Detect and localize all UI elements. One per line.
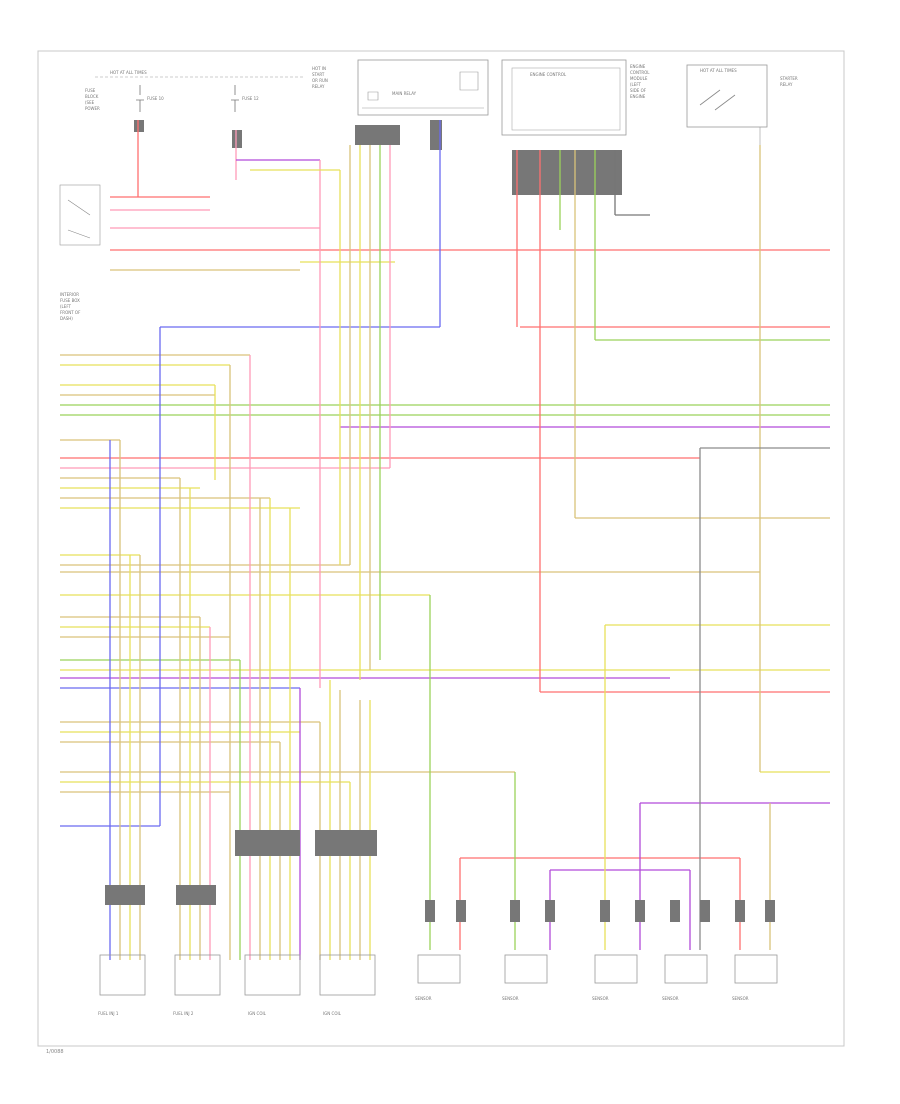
svg-text:ENGINE: ENGINE	[630, 94, 646, 99]
svg-text:ENGINE: ENGINE	[630, 64, 646, 69]
fuel-injector-bank-1: FUEL INJ 1	[98, 954, 146, 1016]
svg-text:MAIN RELAY: MAIN RELAY	[392, 91, 417, 96]
svg-text:RELAY: RELAY	[780, 82, 793, 87]
splice-module: MAIN RELAY	[357, 59, 489, 116]
svg-text:FUSE 12: FUSE 12	[242, 96, 259, 101]
svg-text:FUSE 10: FUSE 10	[147, 96, 164, 101]
sensor-3: SENSOR	[592, 954, 638, 1001]
svg-text:STARTER: STARTER	[780, 76, 798, 81]
svg-text:FUEL INJ 1: FUEL INJ 1	[98, 1011, 119, 1016]
svg-text:IGN COIL: IGN COIL	[248, 1011, 267, 1016]
diagram-frame	[37, 50, 845, 1047]
svg-text:HOT IN: HOT IN	[312, 66, 326, 71]
sensor-2: SENSOR	[502, 954, 548, 1001]
svg-text:DASH): DASH)	[60, 316, 73, 321]
svg-text:CONTROL: CONTROL	[630, 70, 650, 75]
connector-stubs	[134, 120, 622, 195]
svg-text:SENSOR: SENSOR	[732, 996, 749, 1001]
svg-text:(LEFT: (LEFT	[630, 82, 642, 87]
svg-text:START: START	[312, 72, 325, 77]
svg-text:SENSOR: SENSOR	[592, 996, 609, 1001]
svg-text:POWER: POWER	[85, 106, 100, 111]
svg-text:BLOCK: BLOCK	[85, 94, 99, 99]
svg-text:ENGINE CONTROL: ENGINE CONTROL	[530, 72, 567, 77]
svg-text:(SEE: (SEE	[85, 100, 95, 105]
svg-text:(LEFT: (LEFT	[60, 304, 72, 309]
svg-text:SIDE OF: SIDE OF	[630, 88, 647, 93]
horizontal-wires	[60, 196, 830, 871]
svg-text:SENSOR: SENSOR	[415, 996, 432, 1001]
sensor-5: SENSOR	[732, 954, 778, 1001]
svg-text:OR RUN: OR RUN	[312, 78, 328, 83]
svg-text:IGN COIL: IGN COIL	[323, 1011, 342, 1016]
svg-text:SENSOR: SENSOR	[662, 996, 679, 1001]
svg-text:INTERIOR: INTERIOR	[60, 292, 79, 297]
sensor-1: SENSOR	[415, 954, 461, 1001]
svg-text:MODULE: MODULE	[630, 76, 648, 81]
sensor-4: SENSOR	[662, 954, 708, 1001]
svg-text:SENSOR: SENSOR	[502, 996, 519, 1001]
svg-text:HOT AT ALL TIMES: HOT AT ALL TIMES	[700, 68, 737, 73]
svg-text:HOT AT ALL TIMES: HOT AT ALL TIMES	[110, 70, 147, 75]
svg-text:FUEL INJ 2: FUEL INJ 2	[173, 1011, 194, 1016]
ignition-coil-1: IGN COIL	[244, 954, 301, 1016]
svg-text:FUSE: FUSE	[85, 88, 96, 93]
page-mark: 1/0088	[46, 1049, 64, 1055]
svg-text:FRONT OF: FRONT OF	[60, 310, 81, 315]
ignition-coil-2: IGN COIL	[319, 954, 376, 1016]
vertical-wires	[109, 120, 830, 960]
bottom-connectors	[105, 830, 775, 922]
svg-text:FUSE BOX: FUSE BOX	[60, 298, 80, 303]
fuel-injector-bank-2: FUEL INJ 2	[173, 954, 221, 1016]
svg-text:RELAY: RELAY	[312, 84, 325, 89]
engine-control-module: ENGINE CONTROL ENGINECONTROLMODULE(LEFTS…	[501, 59, 650, 136]
